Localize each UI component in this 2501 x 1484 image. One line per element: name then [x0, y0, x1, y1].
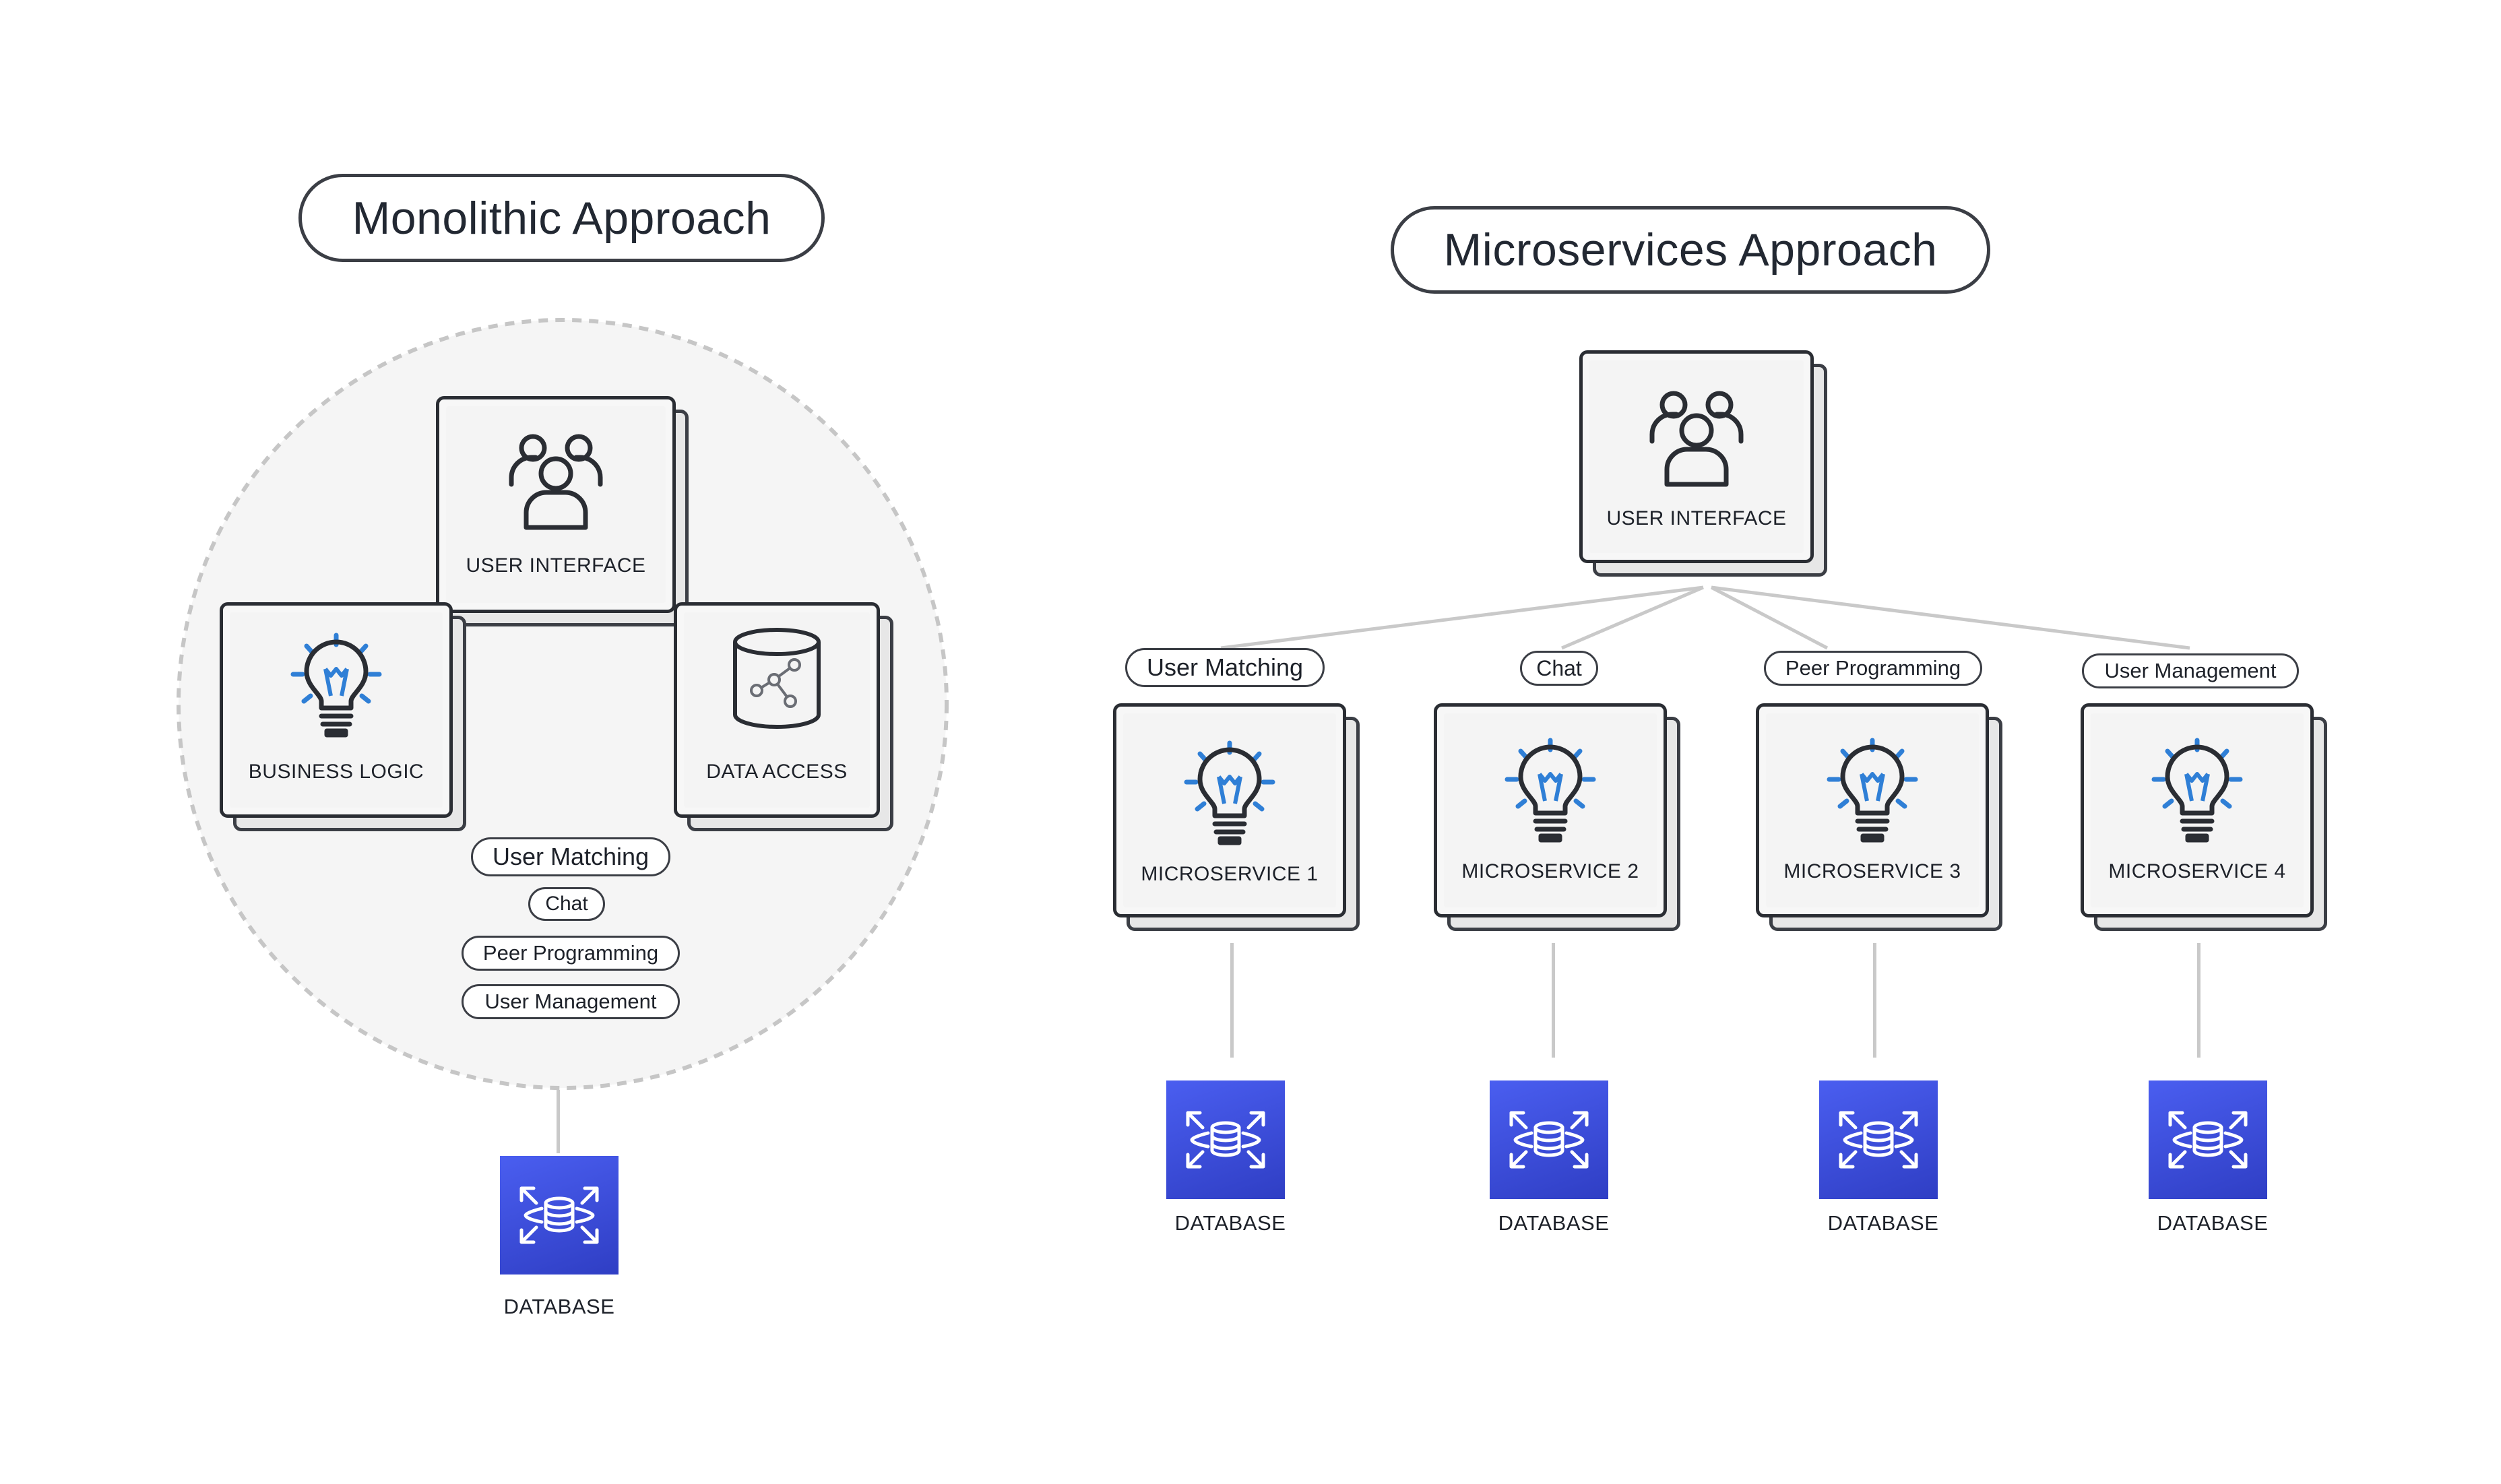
- mono-feature-chat: Chat: [528, 887, 605, 921]
- service-1-database-label: DATABASE: [1174, 1211, 1286, 1235]
- data-access-card: DATA ACCESS: [674, 602, 880, 818]
- service-1-database-icon: [1166, 1080, 1285, 1199]
- service-2-db-connector: [1552, 943, 1555, 1058]
- microservice-4-card: MICROSERVICE 4: [2081, 703, 2314, 917]
- lightbulb-icon: [1176, 740, 1284, 848]
- service-4-database-icon: [2149, 1080, 2267, 1199]
- service-3-database-icon: [1819, 1080, 1938, 1199]
- mono-feature-peer-programming: Peer Programming: [462, 936, 680, 971]
- mono-feature-user-management: User Management: [462, 984, 680, 1019]
- business-logic-label: BUSINESS LOGIC: [248, 761, 424, 783]
- service-1-db-connector: [1230, 943, 1234, 1058]
- data-access-label: DATA ACCESS: [706, 761, 848, 783]
- service-4-database-label: DATABASE: [2157, 1211, 2269, 1235]
- microservice-3-card: MICROSERVICE 3: [1756, 703, 1989, 917]
- monolith-boundary: [177, 318, 949, 1090]
- lightbulb-icon: [2143, 738, 2251, 845]
- mono-db-connector: [557, 1090, 560, 1153]
- monolithic-title: Monolithic Approach: [298, 174, 825, 262]
- microservice-1-label: MICROSERVICE 1: [1141, 863, 1319, 885]
- service-3-db-connector: [1873, 943, 1876, 1058]
- users-group-icon: [1643, 383, 1750, 491]
- business-logic-card: BUSINESS LOGIC: [220, 602, 453, 818]
- service-tag-peer-programming: Peer Programming: [1764, 651, 1982, 686]
- service-2-database-label: DATABASE: [1498, 1211, 1610, 1235]
- lightbulb-icon: [1496, 738, 1604, 845]
- mono-feature-user-matching: User Matching: [471, 837, 670, 876]
- service-tag-user-matching: User Matching: [1125, 648, 1325, 687]
- mono-database-label: DATABASE: [503, 1295, 615, 1318]
- mono-user-interface-label: USER INTERFACE: [466, 554, 646, 577]
- microservice-2-card: MICROSERVICE 2: [1434, 703, 1667, 917]
- microservice-1-card: MICROSERVICE 1: [1113, 703, 1346, 917]
- service-tag-chat: Chat: [1520, 651, 1598, 686]
- mono-database-icon: [500, 1156, 619, 1275]
- microservice-3-label: MICROSERVICE 3: [1783, 860, 1961, 882]
- lightbulb-icon: [1818, 738, 1926, 845]
- service-2-database-icon: [1490, 1080, 1608, 1199]
- microservices-title: Microservices Approach: [1391, 206, 1990, 294]
- microservice-4-label: MICROSERVICE 4: [2108, 860, 2286, 882]
- service-3-database-label: DATABASE: [1827, 1211, 1939, 1235]
- micro-user-interface-label: USER INTERFACE: [1606, 507, 1787, 529]
- service-tag-user-management: User Management: [2082, 653, 2299, 688]
- microservice-2-label: MICROSERVICE 2: [1461, 860, 1639, 882]
- service-4-db-connector: [2197, 943, 2201, 1058]
- mono-user-interface-card: USER INTERFACE: [436, 396, 676, 613]
- micro-user-interface-card: USER INTERFACE: [1579, 350, 1814, 563]
